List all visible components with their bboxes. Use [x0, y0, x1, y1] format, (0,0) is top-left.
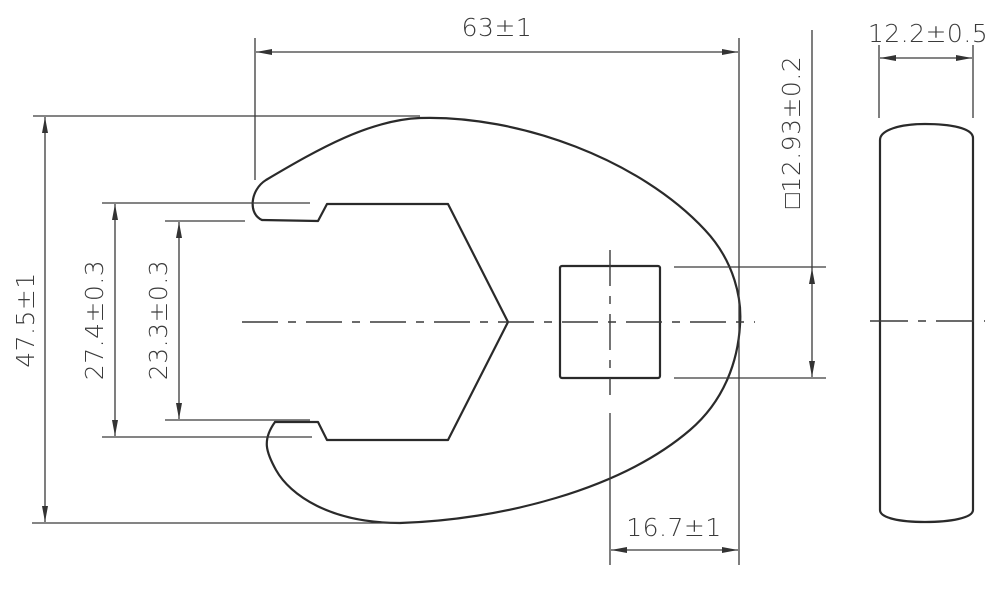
dimension-opening-outer: 27.4±0.3: [80, 202, 312, 438]
label-overall-height: 47.5±1: [11, 272, 40, 368]
label-overall-length: 63±1: [462, 13, 533, 42]
label-opening-inner: 23.3±0.3: [144, 260, 173, 380]
dimension-overall-height: 47.5±1: [11, 115, 420, 524]
dimension-square-drive: □12.93±0.2: [674, 30, 826, 379]
wrench-side-view: [870, 122, 985, 524]
wrench-front-view: [251, 116, 742, 525]
dimension-opening-inner: 23.3±0.3: [144, 220, 310, 421]
dimension-overall-length: 63±1: [254, 13, 740, 565]
label-thickness: 12.2±0.5: [868, 19, 988, 48]
dimension-thickness: 12.2±0.5: [868, 19, 988, 118]
side-view-outline: [878, 122, 975, 524]
label-square-drive: □12.93±0.2: [777, 56, 806, 208]
label-opening-outer: 27.4±0.3: [80, 260, 109, 380]
wrench-outer-contour: [251, 116, 742, 525]
dimension-drive-offset: 16.7±1: [609, 413, 738, 565]
label-drive-offset: 16.7±1: [626, 513, 722, 542]
